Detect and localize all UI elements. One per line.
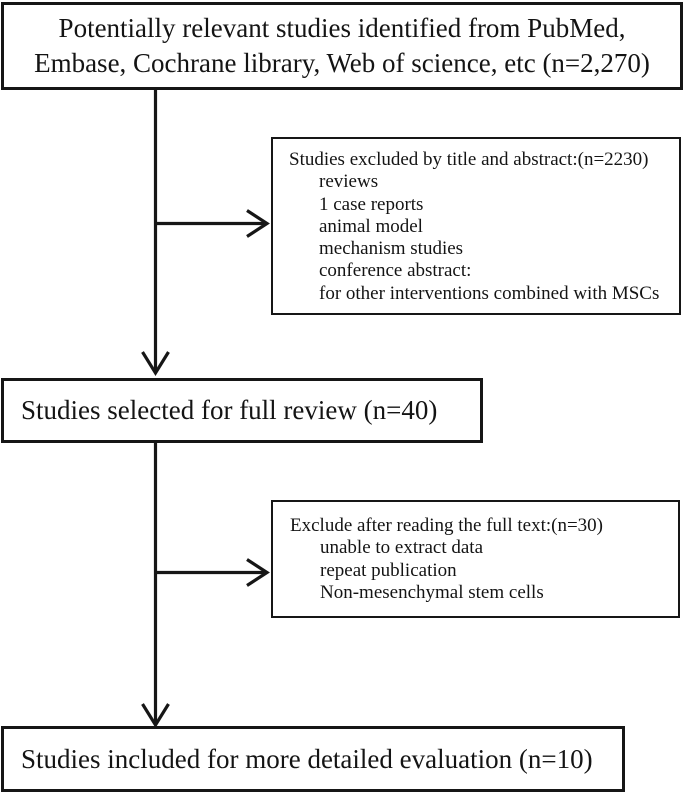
included-text: Studies included for more detailed evalu… — [21, 743, 593, 774]
full-review-text: Studies selected for full review (n=40) — [21, 395, 438, 425]
identification-text-line-2: Embase, Cochrane library, Web of science… — [34, 48, 650, 78]
exclusion-reason: for other interventions combined with MS… — [319, 282, 660, 304]
arrow-full-review-to-included — [141, 443, 170, 729]
exclusion-reason: 1 case reports — [319, 193, 424, 215]
exclusion-reason: reviews — [319, 171, 379, 193]
identification-box: Potentially relevant studies identified … — [1, 2, 683, 90]
exclusion-reason: unable to extract data — [320, 537, 484, 559]
full-review-box: Studies selected for full review (n=40) — [1, 378, 483, 443]
exclusion-reason: Non-mesenchymal stem cells — [320, 581, 544, 603]
excluded-title-abstract-header: Studies excluded by title and abstract:(… — [289, 149, 649, 170]
identification-text-line-1: Potentially relevant studies identified … — [58, 13, 626, 43]
excluded-title-abstract-box: Studies excluded by title and abstract:(… — [271, 137, 681, 315]
exclusion-reason: animal model — [319, 215, 423, 237]
arrow-to-excluded-full-text — [155, 558, 270, 587]
excluded-full-text-header: Exclude after reading the full text:(n=3… — [290, 515, 604, 536]
included-box: Studies included for more detailed evalu… — [1, 726, 625, 792]
exclusion-reason: repeat publication — [320, 559, 457, 581]
arrow-to-excluded-title-abstract — [155, 209, 270, 238]
arrow-top-to-full-review — [141, 90, 170, 377]
exclusion-reason: conference abstract: — [319, 260, 472, 282]
exclusion-reason: mechanism studies — [319, 238, 464, 260]
excluded-full-text-box: Exclude after reading the full text:(n=3… — [271, 500, 680, 618]
